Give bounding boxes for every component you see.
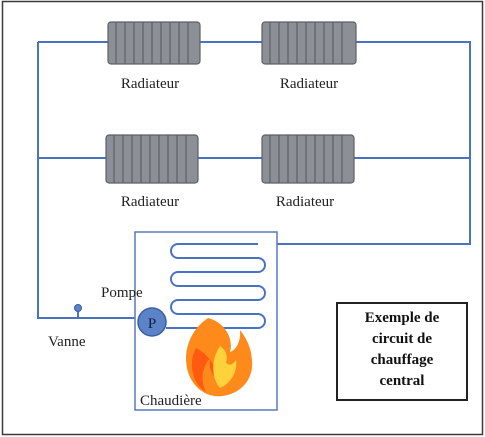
pump-symbol: P xyxy=(148,316,156,332)
flame-icon xyxy=(186,318,253,397)
valve-icon xyxy=(74,304,82,312)
radiator-1-label: Radiateur xyxy=(121,76,179,92)
pump-label: Pompe xyxy=(101,285,143,301)
boiler-label: Chaudière xyxy=(140,393,202,409)
caption-line-4: central xyxy=(380,373,425,389)
radiator-3 xyxy=(105,134,199,184)
caption-line-1: Exemple de xyxy=(365,310,440,326)
caption-line-3: chauffage xyxy=(371,352,434,368)
heat-exchanger-coil xyxy=(166,243,266,329)
radiator-3-label: Radiateur xyxy=(121,194,179,210)
caption-line-2: circuit de xyxy=(372,331,432,347)
upper-supply-pipe xyxy=(38,41,471,245)
radiator-2 xyxy=(261,21,357,65)
radiator-2-label: Radiateur xyxy=(280,76,338,92)
pump-icon xyxy=(137,307,167,337)
left-return-pipe xyxy=(37,42,78,319)
valve-label: Vanne xyxy=(48,334,86,350)
radiator-4-label: Radiateur xyxy=(276,194,334,210)
radiator-1 xyxy=(107,21,201,65)
radiator-4 xyxy=(261,134,355,184)
caption-box xyxy=(336,302,468,401)
